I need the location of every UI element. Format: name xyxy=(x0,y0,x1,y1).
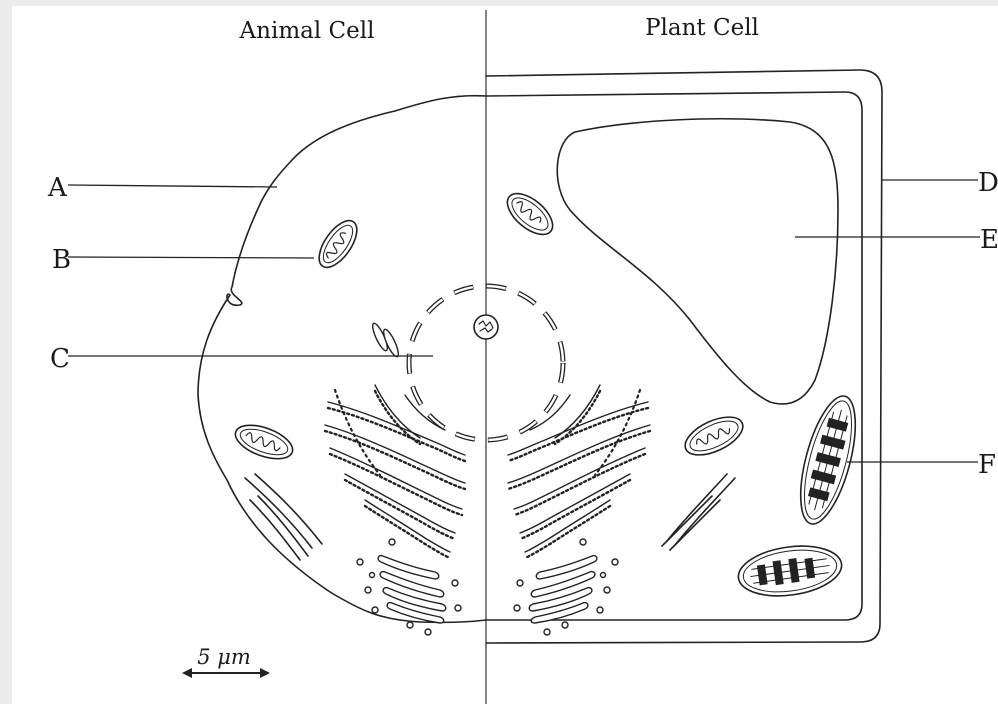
mitochondrion-plant-2 xyxy=(680,409,749,462)
label-f: F xyxy=(978,450,996,480)
scale-bar: 5 μm xyxy=(182,645,270,678)
plant-cell-membrane xyxy=(486,92,862,620)
mitochondrion-animal-1 xyxy=(312,214,364,273)
vacuole xyxy=(557,119,838,404)
smooth-er-animal xyxy=(245,474,322,560)
label-d: D xyxy=(978,168,998,198)
rough-er-plant xyxy=(508,385,650,558)
scale-bar-label: 5 μm xyxy=(197,645,251,669)
leader-a xyxy=(68,185,277,187)
label-a: A xyxy=(47,173,68,203)
smooth-er-plant xyxy=(662,474,735,550)
chloroplast-1 xyxy=(790,391,867,530)
animal-cell-title: Animal Cell xyxy=(239,18,375,44)
label-c: C xyxy=(50,344,70,374)
label-e: E xyxy=(980,225,998,255)
plant-cell-title: Plant Cell xyxy=(645,15,759,41)
nucleolus xyxy=(474,315,498,339)
animal-cell-membrane xyxy=(198,96,486,623)
mitochondrion-plant-1 xyxy=(500,186,559,242)
leader-b xyxy=(68,257,314,258)
vesicle-pair xyxy=(370,322,401,359)
mitochondrion-animal-2 xyxy=(231,419,297,466)
rough-er-animal xyxy=(325,385,465,558)
label-b: B xyxy=(52,245,71,275)
chloroplast-2 xyxy=(735,540,845,602)
